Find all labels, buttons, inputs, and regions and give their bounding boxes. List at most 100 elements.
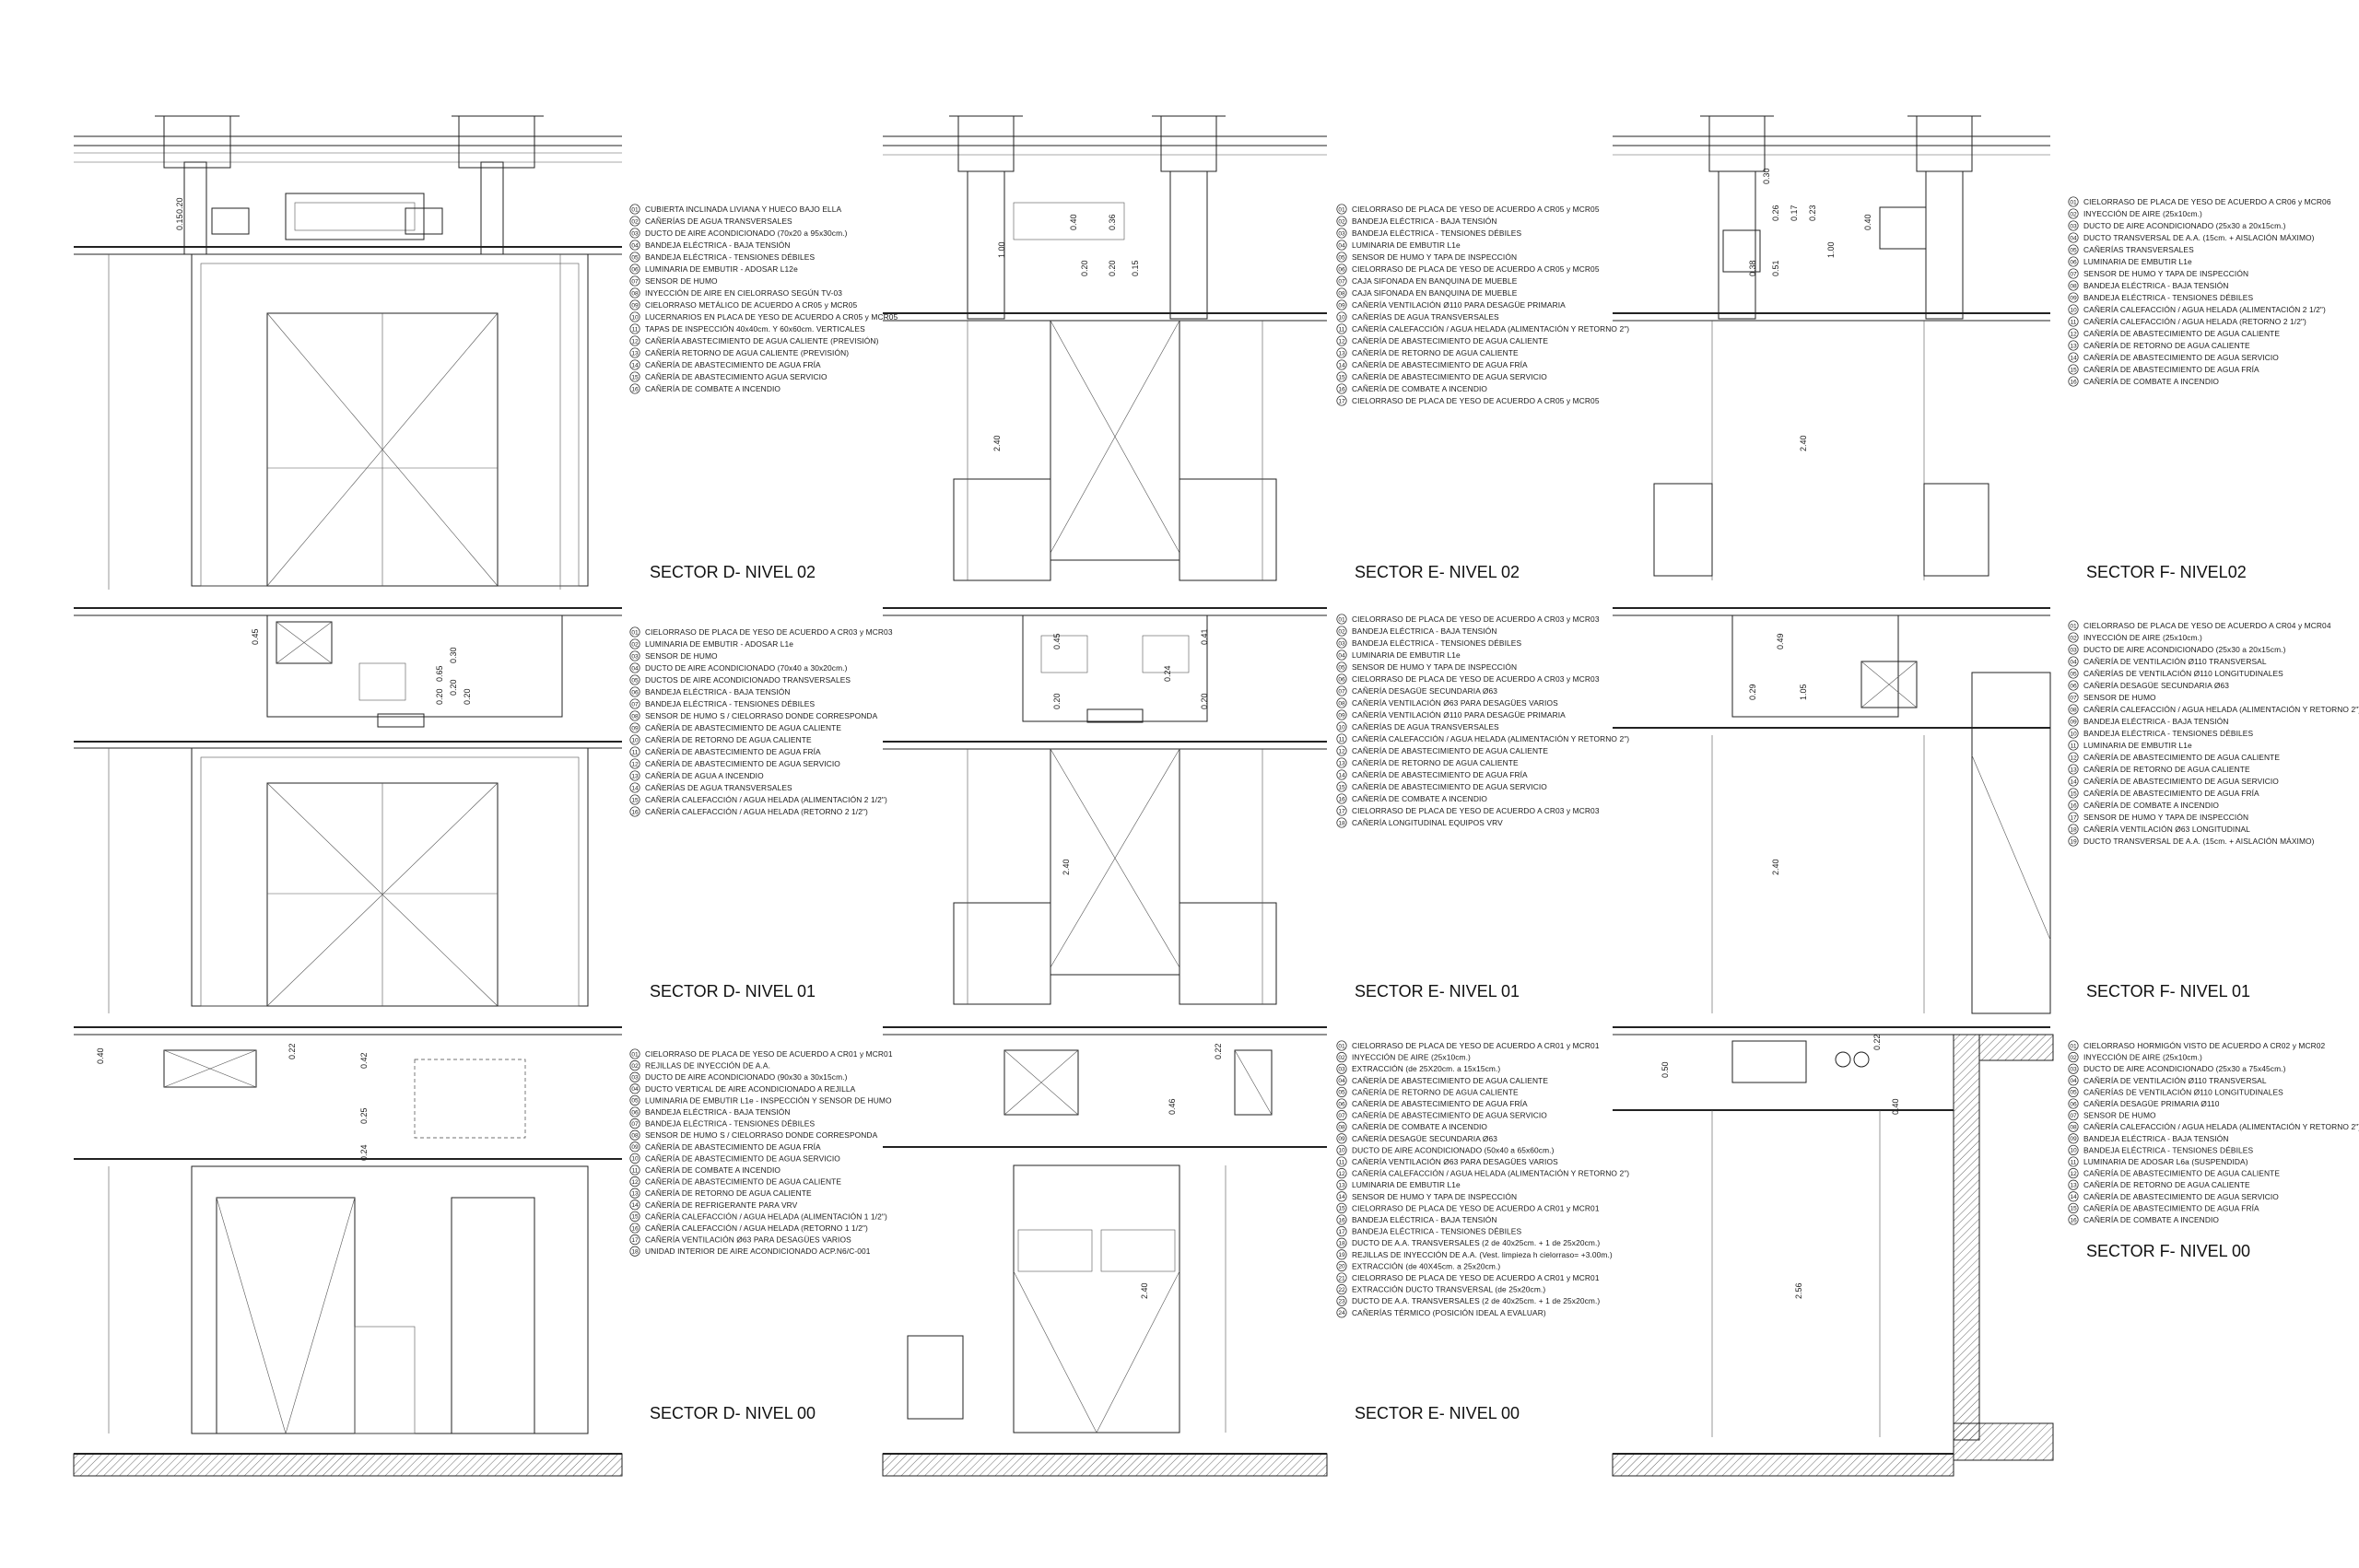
legend-number-marker xyxy=(629,1223,640,1234)
legend-item-text: CIELORRASO DE PLACA DE YESO DE ACUERDO A… xyxy=(1352,1041,1600,1050)
legend-item-text: CAÑERÍA VENTILACIÓN Ø63 LONGITUDINAL xyxy=(2083,825,2250,834)
legend-number: 15 xyxy=(1338,374,1345,380)
legend-number: 12 xyxy=(631,1179,639,1186)
legend-item-text: CAÑERÍA RETORNO DE AGUA CALIENTE (PREVIS… xyxy=(645,348,849,357)
legend-number: 07 xyxy=(631,701,639,708)
d-02-section xyxy=(74,115,622,609)
legend-item-text: DUCTOS DE AIRE ACONDICIONADO TRANSVERSAL… xyxy=(645,675,851,685)
legend-item-text: CAÑERÍA DE ABASTECIMIENTO DE AGUA FRÍA xyxy=(645,360,821,369)
legend-item-text: EXTRACCIÓN (de 40X45cm. a 25x20cm.) xyxy=(1352,1261,1500,1270)
legend-number: 05 xyxy=(631,1098,639,1105)
legend-number-marker xyxy=(2068,704,2079,715)
legend-number: 11 xyxy=(632,1167,639,1174)
legend-item-text: CAÑERÍA CALEFACCIÓN / AGUA HELADA (ALIME… xyxy=(2083,1122,2359,1131)
legend-number: 08 xyxy=(1338,1125,1345,1131)
legend-number: 19 xyxy=(2070,838,2077,845)
legend-number: 04 xyxy=(2070,659,2077,665)
legend-item-text: CAÑERÍA DE COMBATE A INCENDIO xyxy=(2083,377,2219,386)
legend-number: 03 xyxy=(631,1075,639,1082)
legend-number-marker xyxy=(629,758,640,769)
legend-number: 05 xyxy=(1338,1090,1345,1096)
legend-number: 12 xyxy=(1338,338,1345,345)
legend-number: 06 xyxy=(1338,1101,1345,1107)
legend-number: 18 xyxy=(1338,1241,1345,1247)
legend-number-marker xyxy=(1336,1272,1347,1283)
legend-number-marker xyxy=(2068,680,2079,691)
legend-number: 22 xyxy=(1338,1287,1345,1293)
legend-number-marker xyxy=(629,323,640,334)
legend-number: 09 xyxy=(2070,295,2077,301)
legend-number: 10 xyxy=(1338,724,1345,731)
legend-number: 13 xyxy=(631,773,639,779)
legend-number-marker xyxy=(629,662,640,673)
legend-number: 08 xyxy=(631,713,639,720)
legend-number-marker xyxy=(1336,745,1347,756)
legend-number-marker xyxy=(1336,1249,1347,1260)
legend-number: 08 xyxy=(1338,700,1345,707)
legend-number-marker xyxy=(629,1188,640,1199)
dimension-label: 0.15 xyxy=(1131,260,1140,276)
legend-number-marker xyxy=(1336,1040,1347,1051)
legend-item-text: CAÑERÍAS DE AGUA TRANSVERSALES xyxy=(645,216,792,226)
legend-number: 11 xyxy=(1339,1159,1345,1165)
legend-number-marker xyxy=(2068,268,2079,279)
legend-number-marker xyxy=(629,1083,640,1094)
panel-title-e-02: SECTOR E- NIVEL 02 xyxy=(1355,563,1520,581)
dimension-label: 0.36 xyxy=(1108,214,1117,230)
legend-number: 16 xyxy=(631,386,639,392)
dimension-label: 0.20 xyxy=(449,679,458,696)
legend-item-text: INYECCIÓN DE AIRE (25x10cm.) xyxy=(2083,633,2202,642)
legend-number: 12 xyxy=(2070,331,2077,337)
legend-item-text: CAÑERÍA DE VENTILACIÓN Ø110 TRANSVERSAL xyxy=(2083,1076,2267,1085)
legend-number: 16 xyxy=(631,809,639,815)
legend-number-marker xyxy=(1336,216,1347,227)
legend-item-text: BANDEJA ELÉCTRICA - TENSIONES DÉBILES xyxy=(2083,293,2253,302)
legend-number-marker xyxy=(2068,1121,2079,1132)
legend-number: 07 xyxy=(1338,688,1345,695)
legend-number-marker xyxy=(1336,1156,1347,1167)
legend-number: 03 xyxy=(631,653,639,660)
legend-number: 15 xyxy=(1338,784,1345,790)
legend-item-text: CAÑERÍA DE VENTILACIÓN Ø110 TRANSVERSAL xyxy=(2083,657,2267,666)
legend-number: 01 xyxy=(631,1051,639,1058)
legend-number: 08 xyxy=(2070,1125,2077,1131)
legend-number-marker xyxy=(1336,228,1347,239)
dimension-label: 0.26 xyxy=(1771,205,1780,221)
legend-number-marker xyxy=(629,240,640,251)
legend-number: 10 xyxy=(1338,1148,1345,1154)
legend-item-text: DUCTO DE AIRE ACONDICIONADO (70x40 a 30x… xyxy=(645,663,848,673)
d-00-section xyxy=(73,1034,623,1477)
legend-item-text: DUCTO DE AIRE ACONDICIONADO (70x20 a 95x… xyxy=(645,228,848,238)
legend-number: 04 xyxy=(631,665,639,672)
e-01-section xyxy=(883,614,1327,1028)
legend-number-marker xyxy=(1336,733,1347,744)
legend-number-marker xyxy=(629,722,640,733)
dimension-label: 0.20 xyxy=(175,197,184,214)
legend-number-marker xyxy=(629,782,640,793)
legend-item-text: CAÑERÍAS TRANSVERSALES xyxy=(2083,245,2194,254)
legend-number-marker xyxy=(1336,1260,1347,1271)
legend-item-text: CAÑERÍA DE RETORNO DE AGUA CALIENTE xyxy=(645,735,812,744)
legend-number: 01 xyxy=(2070,199,2077,205)
legend-item-text: CAÑERÍA DE ABASTECIMIENTO DE AGUA FRÍA xyxy=(645,1142,821,1152)
legend-number: 13 xyxy=(631,350,639,357)
panel-title-f-00: SECTOR F- NIVEL 00 xyxy=(2086,1242,2250,1260)
legend-number: 03 xyxy=(2070,1067,2077,1073)
legend-item-text: CIELORRASO DE PLACA DE YESO DE ACUERDO A… xyxy=(1352,396,1600,405)
legend-item-text: DUCTO DE AIRE ACONDICIONADO (25x30 a 75x… xyxy=(2083,1064,2286,1073)
legend-item-text: INYECCIÓN DE AIRE (25x10cm.) xyxy=(1352,1053,1471,1062)
legend-number-marker xyxy=(2068,1086,2079,1097)
dimension-label: 0.50 xyxy=(1661,1061,1670,1078)
legend-number: 17 xyxy=(2070,814,2077,821)
legend-item-text: CAÑERÍA DE ABASTECIMIENTO DE AGUA FRÍA xyxy=(1352,360,1528,369)
legend-item-text: DUCTO DE AIRE ACONDICIONADO (25x30 a 20x… xyxy=(2083,645,2286,654)
legend-number-marker xyxy=(1336,347,1347,358)
legend-number: 02 xyxy=(2070,635,2077,641)
legend-item-text: SENSOR DE HUMO xyxy=(2083,1111,2156,1120)
legend-number-marker xyxy=(2068,1144,2079,1155)
legend-number: 07 xyxy=(2070,1113,2077,1119)
legend-item-text: CAÑERÍA DE COMBATE A INCENDIO xyxy=(2083,1215,2219,1224)
legend-number: 21 xyxy=(1338,1275,1345,1281)
legend-number-marker xyxy=(2068,620,2079,631)
